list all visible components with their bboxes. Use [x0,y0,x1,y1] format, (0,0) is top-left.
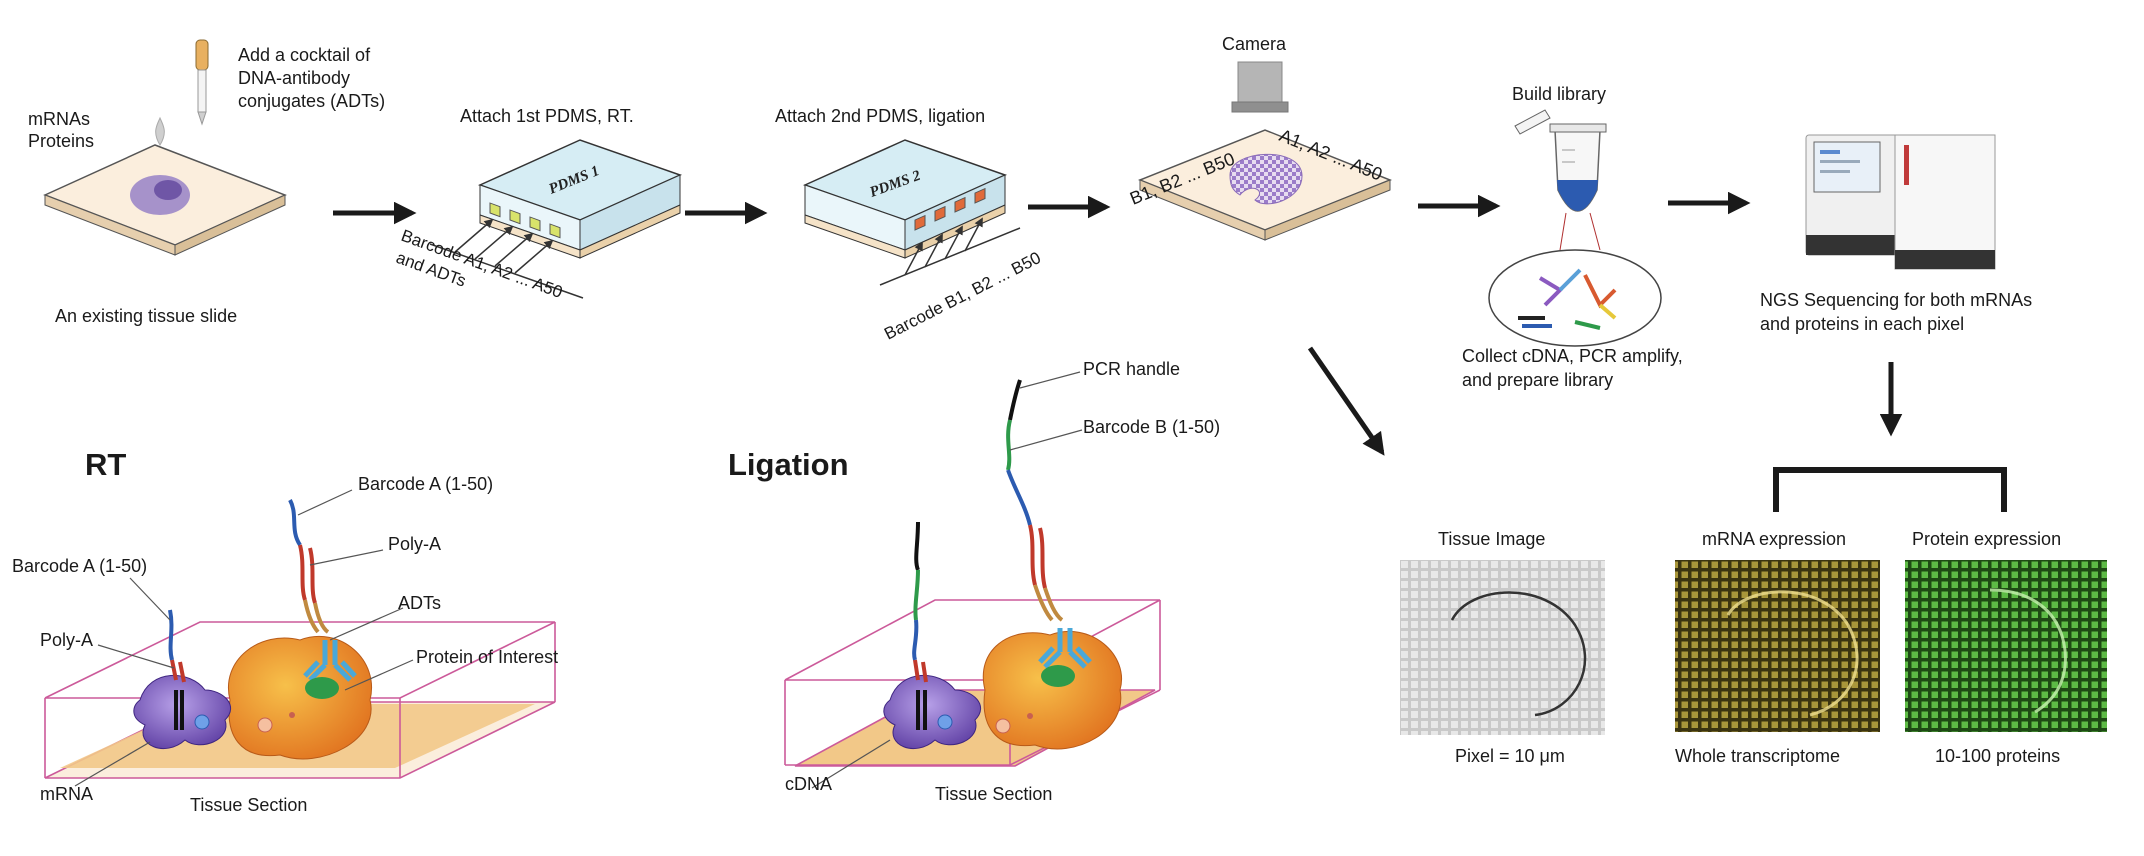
camera-icon [1231,61,1289,113]
step3-barcode: Barcode B1, B2 ... B50 [881,248,1044,343]
lig-antibody [1038,628,1092,669]
lig-label-tissue: Tissue Section [935,784,1052,804]
step5-caption-line2: and prepare library [1462,370,1613,390]
rt-dna-right [288,499,330,634]
lig-dna-left [912,521,928,730]
camera-label: Camera [1222,34,1287,54]
lig-leader-lines [811,371,1083,789]
lig-label-cdna: cDNA [785,774,832,794]
mrna-map [1675,560,1880,732]
mrna-map-title: mRNA expression [1702,529,1846,549]
label-mrnas: mRNAs [28,109,90,129]
step1-slide [43,144,287,256]
step2-title: Attach 1st PDMS, RT. [460,106,634,126]
rt-leader-lines [74,489,414,787]
rt-label-tissue: Tissue Section [190,795,307,815]
mrna-map-caption: Whole transcriptome [1675,746,1840,766]
pdms2-chip: PDMS 2 [802,139,1008,259]
rt-antibody [303,640,357,682]
step5-title: Build library [1512,84,1606,104]
rt-label-polya-right: Poly-A [388,534,441,554]
rt-label-protein: Protein of Interest [416,647,558,667]
tissue-image [1400,560,1605,735]
add-cocktail-line1: Add a cocktail of [238,45,371,65]
rt-label-barcode-right: Barcode A (1-50) [358,474,493,494]
protein-map-caption: 10-100 proteins [1935,746,2060,766]
step6-caption-line2: and proteins in each pixel [1760,314,1964,334]
rt-title: RT [85,447,126,482]
arrow-4-results [1307,346,1385,456]
step4-slide [1137,129,1393,241]
ligation-title: Ligation [728,447,849,482]
lig-dna-right [1006,379,1064,622]
tissue-image-caption: Pixel = 10 μm [1455,746,1565,766]
label-proteins: Proteins [28,131,94,151]
rt-dna-left [168,609,186,730]
results-bracket [1773,467,2007,512]
rt-label-barcode-left: Barcode A (1-50) [12,556,147,576]
rt-label-adts: ADTs [398,593,441,613]
rt-protein [305,677,339,699]
add-cocktail-line3: conjugates (ADTs) [238,91,385,111]
step6-caption-line1: NGS Sequencing for both mRNAs [1760,290,2032,310]
step1-caption: An existing tissue slide [55,306,237,326]
library-zoom [1488,212,1662,347]
step2-inlet-arrows [429,218,584,299]
sequencer-icon [1805,134,1996,270]
lig-label-barcode-b: Barcode B (1-50) [1083,417,1220,437]
rt-label-mrna: mRNA [40,784,93,804]
step3-title: Attach 2nd PDMS, ligation [775,106,985,126]
tissue-image-title: Tissue Image [1438,529,1545,549]
protein-map [1905,560,2107,732]
lig-purple-cell [883,675,982,749]
add-cocktail-line2: DNA-antibody [238,68,350,88]
rt-orange-cell [228,635,372,760]
lig-label-pcr: PCR handle [1083,359,1180,379]
tube-icon [1514,109,1607,212]
pdms1-chip: PDMS 1 [477,139,683,259]
protein-map-title: Protein expression [1912,529,2061,549]
dropper-icon [155,39,209,146]
rt-label-polya-left: Poly-A [40,630,93,650]
step5-caption-line1: Collect cDNA, PCR amplify, [1462,346,1683,366]
lig-protein [1041,665,1075,687]
step3-inlet-arrows [879,217,1021,286]
